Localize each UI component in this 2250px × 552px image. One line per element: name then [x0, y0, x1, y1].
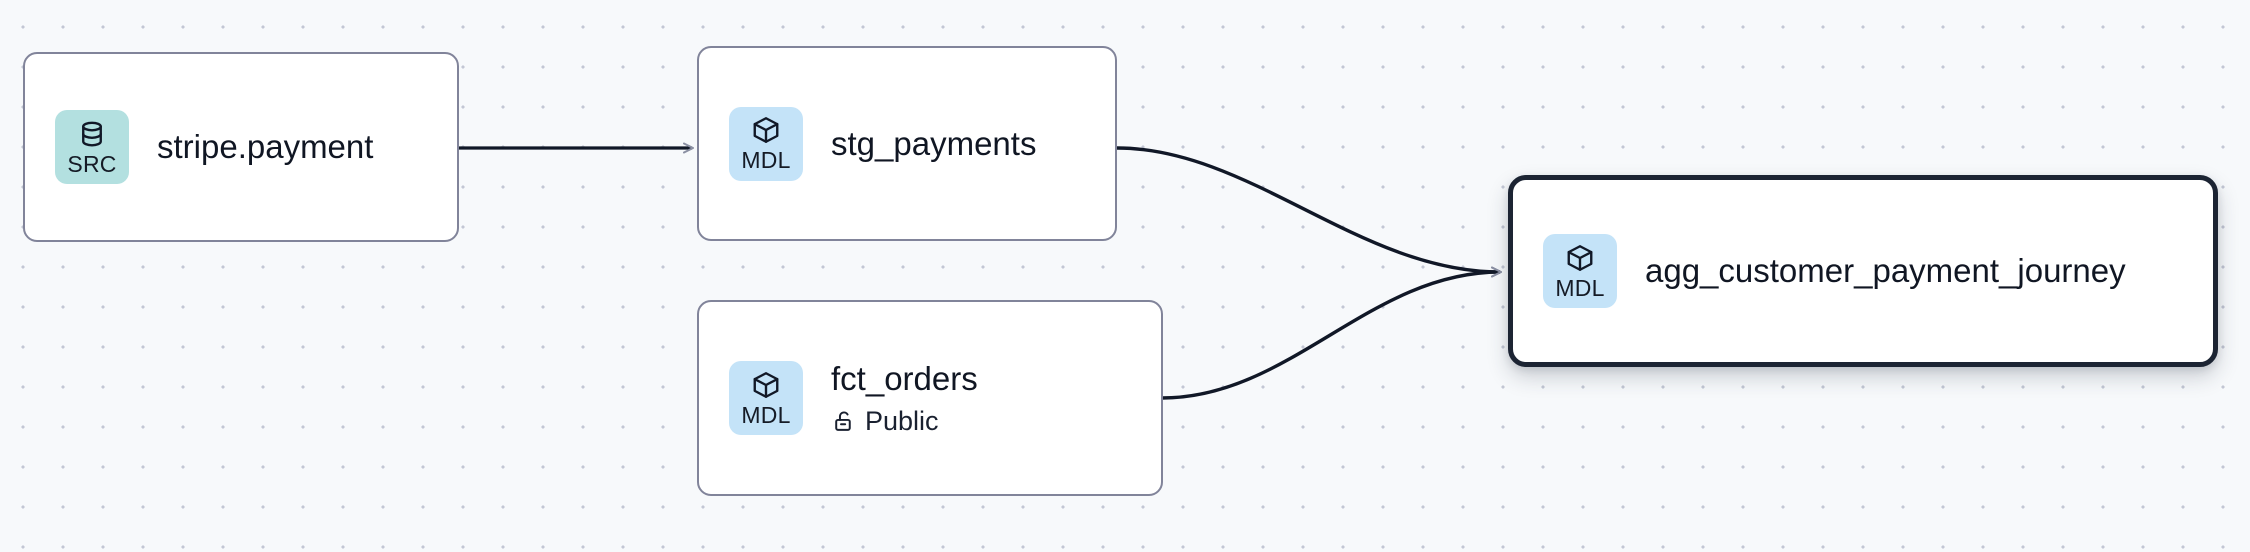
source-badge: SRC: [55, 110, 129, 184]
graph-node-stg-payments[interactable]: MDL stg_payments: [697, 46, 1117, 241]
cube-icon: [751, 370, 781, 400]
node-title: fct_orders: [831, 360, 978, 398]
graph-node-agg-customer-payment-journey[interactable]: MDL agg_customer_payment_journey: [1508, 175, 2218, 367]
node-body: stripe.payment: [157, 127, 373, 167]
badge-label: SRC: [67, 150, 117, 177]
node-body: fct_orders Public: [831, 359, 978, 437]
badge-label: MDL: [741, 147, 791, 173]
database-icon: [77, 119, 107, 149]
node-title: stg_payments: [831, 124, 1037, 162]
node-body: agg_customer_payment_journey: [1645, 251, 2126, 291]
model-badge: MDL: [729, 361, 803, 435]
graph-node-fct-orders[interactable]: MDL fct_orders Public: [697, 300, 1163, 496]
visibility-label: Public: [865, 405, 939, 436]
edge-stg-payments-to-agg-customer-payment-journey: [1116, 146, 1502, 278]
cube-icon: [751, 115, 781, 145]
node-visibility: Public: [831, 406, 978, 437]
graph-node-stripe-payment[interactable]: SRC stripe.payment: [23, 52, 459, 242]
edge-fct-orders-to-agg-customer-payment-journey: [1161, 266, 1502, 400]
model-badge: MDL: [1543, 234, 1617, 308]
node-body: stg_payments: [831, 124, 1036, 164]
unlock-icon: [831, 409, 856, 434]
badge-label: MDL: [741, 401, 791, 428]
node-title: agg_customer_payment_journey: [1645, 252, 2126, 290]
badge-label: MDL: [1555, 274, 1605, 301]
node-title: stripe.payment: [157, 128, 374, 166]
model-badge: MDL: [729, 106, 803, 181]
cube-icon: [1565, 243, 1595, 273]
